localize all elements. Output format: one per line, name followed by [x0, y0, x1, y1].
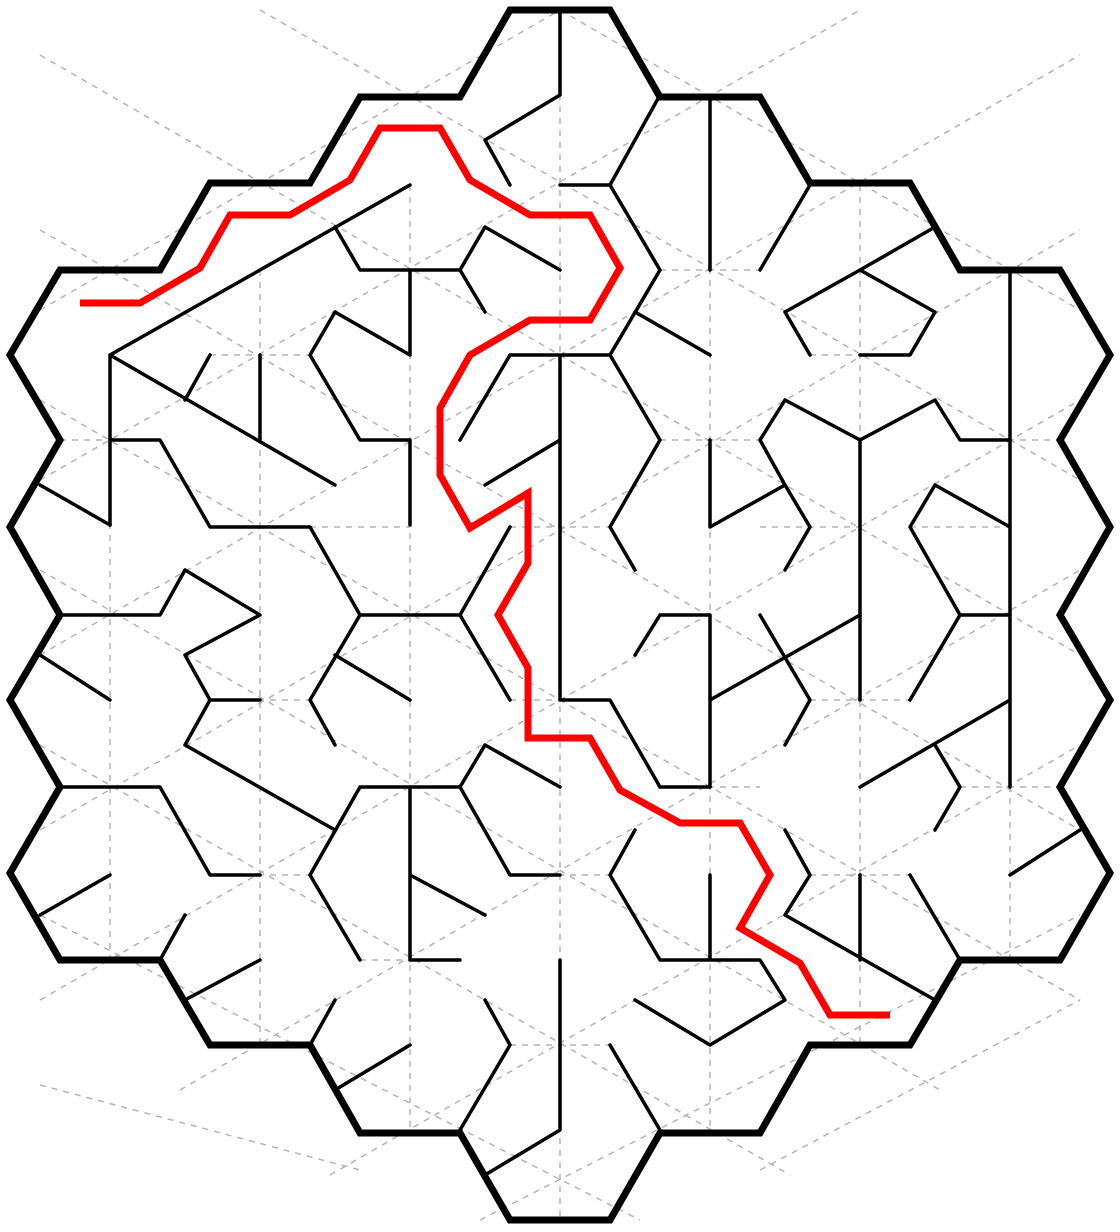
- maze-outer-border: [5, 6, 1115, 1224]
- solution-path: [80, 124, 890, 1019]
- maze-walls: [38, 8, 1082, 1177]
